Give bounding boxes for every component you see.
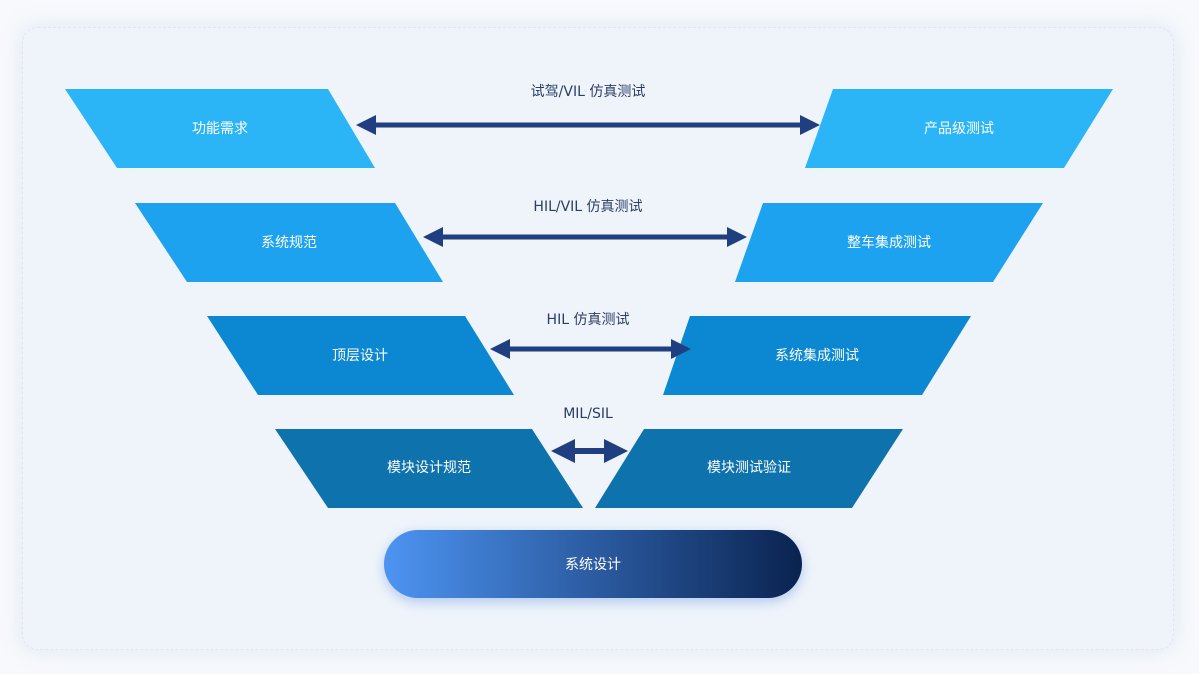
link-label: 试驾/VIL 仿真测试 <box>531 84 646 100</box>
right-box-vehicle-integration-test <box>735 203 1043 282</box>
system-design-pill <box>384 530 802 598</box>
right-box-module-test-verification <box>595 429 903 508</box>
link-label: MIL/SIL <box>563 406 613 422</box>
right-box-system-integration-test <box>663 316 971 395</box>
left-box-label: 功能需求 <box>192 121 248 137</box>
left-box-label: 顶层设计 <box>332 348 388 364</box>
link-label: HIL/VIL 仿真测试 <box>533 199 642 215</box>
link-label: HIL 仿真测试 <box>547 312 630 328</box>
left-box-top-design <box>207 316 514 395</box>
right-box-label: 系统集成测试 <box>775 347 859 364</box>
right-box-label: 整车集成测试 <box>847 234 931 251</box>
right-box-product-test <box>805 89 1113 168</box>
left-box-label: 系统规范 <box>261 234 317 251</box>
left-box-system-spec <box>135 203 443 282</box>
system-design-label: 系统设计 <box>565 557 621 573</box>
left-box-label: 模块设计规范 <box>387 459 471 476</box>
right-box-label: 模块测试验证 <box>707 460 791 476</box>
left-box-functional-requirements <box>65 89 375 168</box>
left-box-module-design-spec <box>275 429 583 508</box>
right-box-label: 产品级测试 <box>924 121 994 137</box>
